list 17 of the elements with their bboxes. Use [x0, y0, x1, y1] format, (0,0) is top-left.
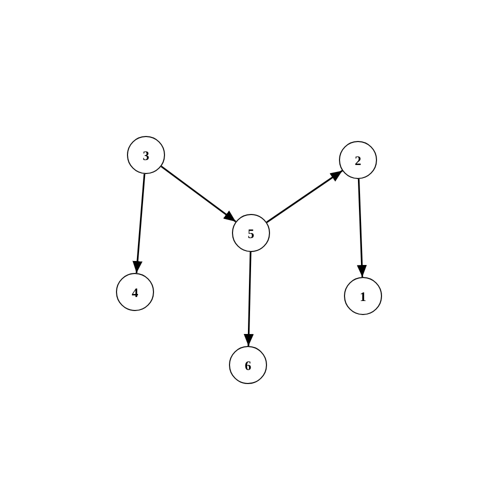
node-label: 5 — [248, 226, 254, 240]
node-circle — [229, 346, 267, 384]
node-label: 2 — [354, 154, 362, 166]
node-circle — [339, 141, 377, 179]
node-circle — [127, 136, 165, 174]
node-label: 1 — [360, 290, 366, 302]
node-circle — [232, 214, 270, 252]
arrow — [160, 166, 236, 222]
arrow — [132, 174, 146, 274]
node-circle — [116, 273, 154, 311]
arrow — [356, 178, 367, 278]
arrow — [244, 252, 254, 346]
arrow — [266, 170, 343, 223]
node-label: 4 — [132, 286, 138, 298]
node-label: 6 — [244, 358, 252, 372]
node-label: 3 — [142, 148, 150, 162]
node-circle — [344, 277, 382, 315]
